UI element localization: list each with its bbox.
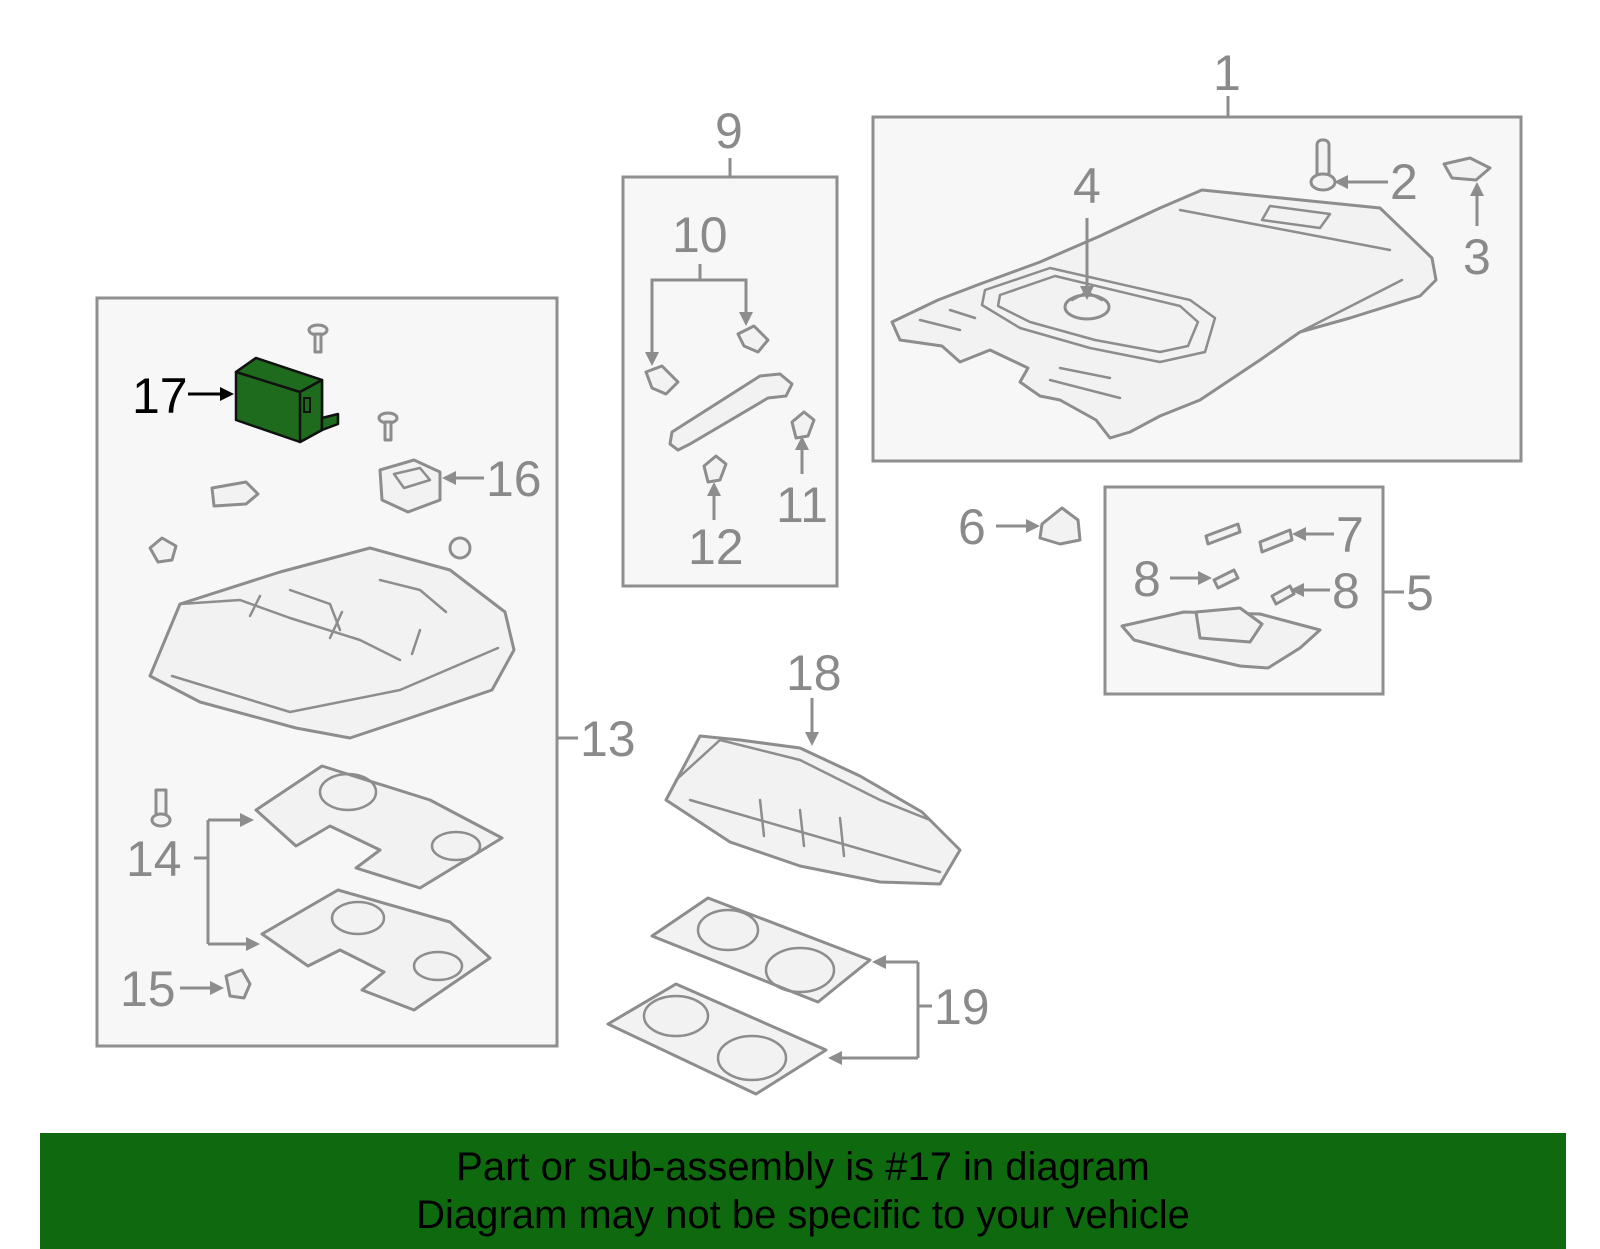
clip-left [148,536,178,564]
part-6-cover [1038,506,1082,546]
callout-14: 14 [126,831,182,887]
arrow-18 [805,732,819,746]
banner-line-2: Diagram may not be specific to your vehi… [416,1193,1190,1237]
clip-right [448,536,472,560]
part-18-map-lamp [664,734,962,886]
callout-17: 17 [132,368,188,424]
arrow-10b [739,312,753,326]
callout-8-left: 8 [1133,551,1161,607]
part-7-clips [1204,522,1294,554]
callout-2: 2 [1390,154,1418,210]
callout-10: 10 [672,207,728,263]
callout-1: 1 [1213,45,1241,101]
banner-line-1: Part or sub-assembly is #17 in diagram [456,1145,1150,1189]
callout-4: 4 [1073,158,1101,214]
part-14-lens-lower [260,888,492,1012]
part-5-sunvisor-bracket [1120,606,1322,670]
arrow-14b [246,937,260,951]
callout-16: 16 [486,451,542,507]
callout-13: 13 [580,711,636,767]
arrow-15 [210,981,224,995]
arrow-7 [1292,527,1306,541]
callout-18: 18 [786,645,842,701]
callout-15: 15 [120,961,176,1017]
callout-3: 3 [1463,229,1491,285]
leader-10 [650,264,748,358]
arrow-8b [1290,583,1304,597]
part-3-clip [1442,156,1492,182]
part-15-bulb-socket [224,968,252,1000]
arrow-2 [1334,175,1348,189]
arrow-12 [707,482,721,496]
arrow-11 [795,436,809,450]
headliner-part [890,188,1438,440]
callout-6: 6 [958,499,986,555]
arrow-16 [442,471,456,485]
callout-8-right: 8 [1332,563,1360,619]
part-13-overhead-console [148,546,516,740]
callout-7: 7 [1336,507,1364,563]
part-11-clip [790,410,816,440]
arrow-8a [1198,571,1212,585]
arrow-3 [1470,182,1484,196]
arrow-17 [220,387,234,401]
arrow-10a [645,352,659,366]
info-banner: Part or sub-assembly is #17 in diagram D… [40,1133,1566,1249]
arrow-19a [872,955,886,969]
screw-top [307,323,329,354]
screw-16 [377,411,399,442]
part-2-bolt [1309,138,1337,192]
part-14-lens-upper [254,764,504,890]
callout-5: 5 [1406,565,1434,621]
arrow-6 [1026,519,1040,533]
part-14-screw [150,788,172,828]
arrow-14a [240,813,254,827]
leader-14 [194,818,250,946]
part-17-control-unit [234,356,340,444]
lens-small [210,480,260,508]
callout-19: 19 [934,979,990,1035]
grab-handle [668,372,794,452]
part-19-lens-upper [650,896,872,1004]
part-8-springs [1212,568,1296,606]
arrow-19b [828,1051,842,1065]
leader-19 [838,960,932,1060]
part-16-connector [378,458,442,514]
callout-12: 12 [688,519,744,575]
callout-11: 11 [776,477,828,533]
callout-9: 9 [715,103,743,159]
part-10-clips [644,324,770,396]
part-12-clip [702,454,728,484]
part-19-lens-lower [606,982,828,1096]
arrow-4 [1080,286,1094,300]
